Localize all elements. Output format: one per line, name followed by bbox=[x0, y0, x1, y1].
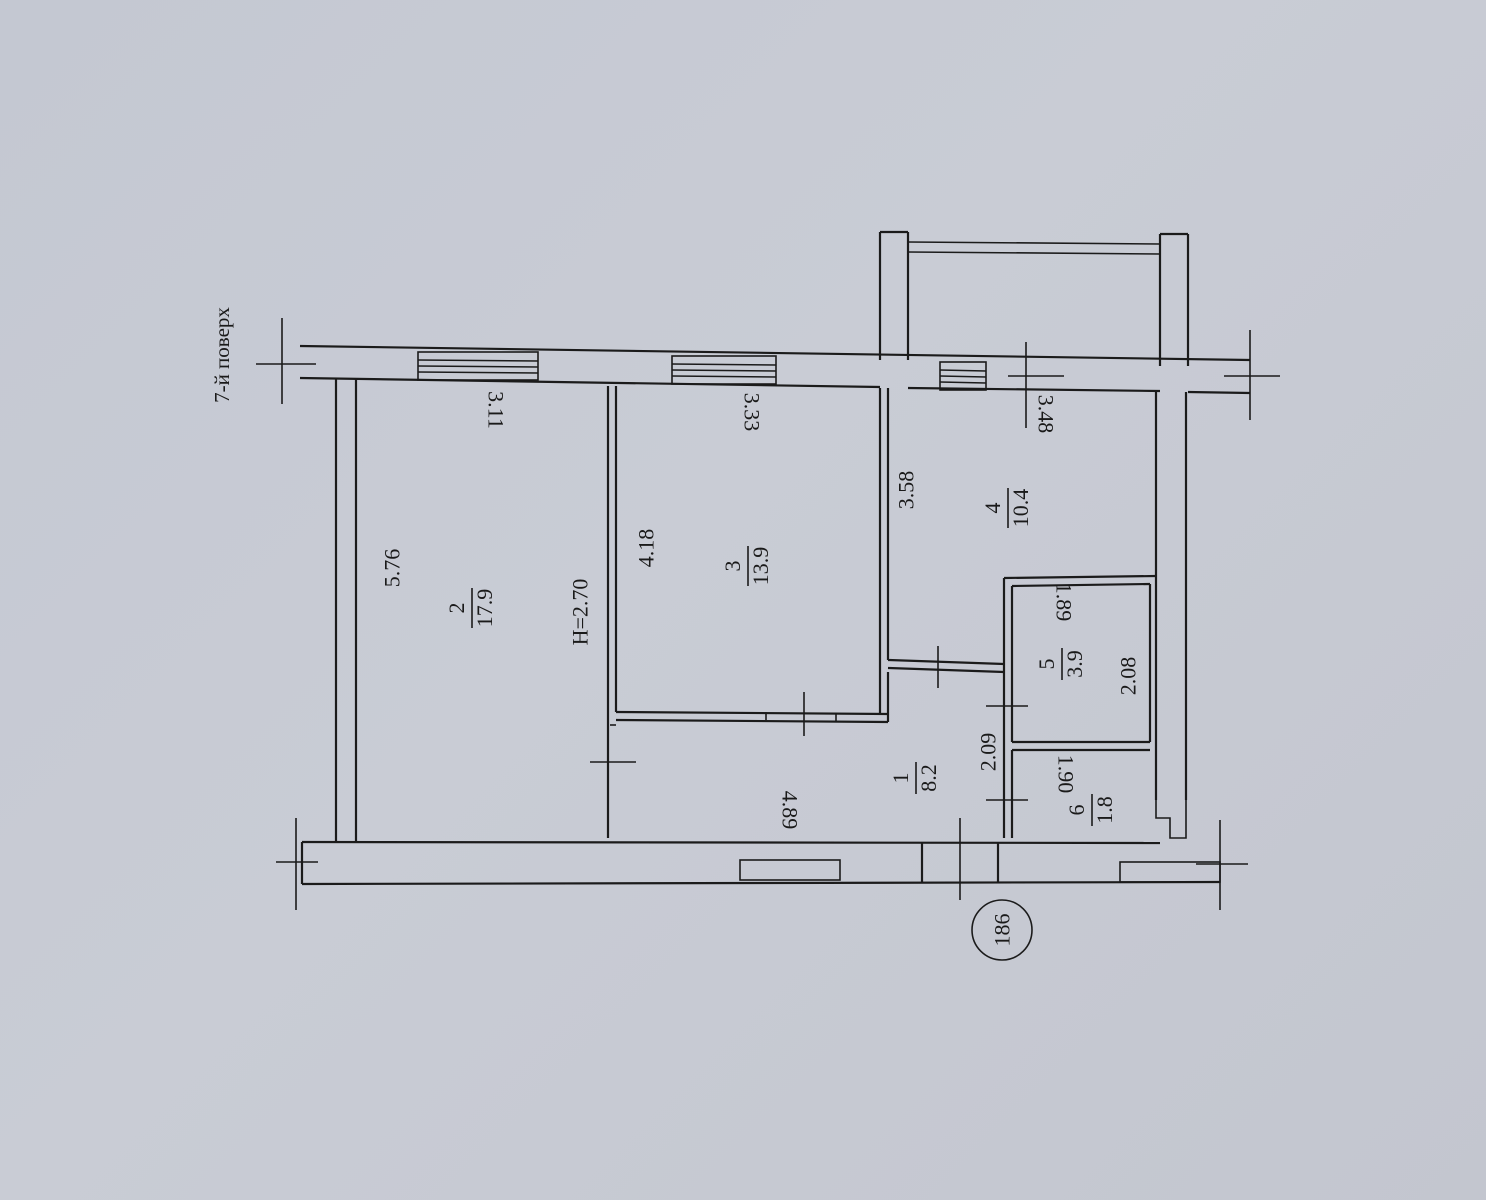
room-area: 13.9 bbox=[748, 547, 773, 586]
dim-room6-width: 1.90 bbox=[1054, 755, 1079, 794]
dim-room4-length: 3.58 bbox=[894, 471, 919, 510]
room-number: 4 bbox=[980, 503, 1005, 514]
room-label-4: 4 10.4 bbox=[980, 488, 1033, 528]
room-area: 8.2 bbox=[916, 764, 941, 792]
dim-room3-width: 3.33 bbox=[740, 393, 765, 432]
window-room3 bbox=[671, 355, 777, 385]
partition-room3-room4 bbox=[878, 388, 1005, 714]
room-area: 1.8 bbox=[1092, 796, 1117, 824]
wall-right bbox=[1154, 392, 1188, 839]
room-number: 3 bbox=[720, 561, 745, 572]
wall-left bbox=[334, 378, 358, 842]
window-room2 bbox=[417, 351, 539, 381]
room-number: 1 bbox=[888, 773, 913, 784]
room-area: 10.4 bbox=[1008, 489, 1033, 528]
dim-room2-width: 3.11 bbox=[484, 391, 509, 429]
ceiling-height: H=2.70 bbox=[568, 579, 593, 646]
bathroom-block bbox=[1002, 574, 1157, 838]
room-area: 3.9 bbox=[1062, 650, 1087, 678]
room-label-1: 1 8.2 bbox=[888, 762, 941, 794]
dim-room5-width: 1.89 bbox=[1052, 583, 1077, 622]
room-number: 6 bbox=[1064, 805, 1089, 816]
partition-room2-room3 bbox=[606, 386, 618, 838]
dim-room4-width: 3.48 bbox=[1034, 395, 1059, 434]
floor-label: 7-й поверх bbox=[210, 307, 234, 403]
door-ticks bbox=[590, 646, 1028, 801]
dim-hall-length: 4.89 bbox=[778, 791, 803, 830]
room-number: 2 bbox=[444, 603, 469, 614]
axis-markers bbox=[256, 318, 1280, 910]
window-room4 bbox=[939, 361, 987, 391]
room-area: 17.9 bbox=[472, 589, 497, 628]
dim-room5-length: 2.08 bbox=[1116, 657, 1141, 696]
dim-hall-width: 2.09 bbox=[976, 733, 1001, 772]
dim-room2-length: 5.76 bbox=[380, 549, 405, 588]
plan-number: 186 bbox=[990, 914, 1015, 947]
plan-number-marker: 186 bbox=[971, 899, 1033, 961]
outer-wall-entrance-side bbox=[300, 840, 1221, 886]
room-label-5: 5 3.9 bbox=[1034, 648, 1087, 680]
outer-wall-window-side bbox=[299, 344, 1251, 395]
room-number: 5 bbox=[1034, 659, 1059, 670]
dim-room3-length: 4.18 bbox=[634, 529, 659, 568]
partition-room3-hall bbox=[615, 672, 890, 724]
room-label-3: 3 13.9 bbox=[720, 546, 773, 586]
balcony bbox=[878, 230, 1190, 366]
room-label-6: 6 1.8 bbox=[1064, 794, 1117, 826]
room-label-2: 2 17.9 bbox=[444, 588, 497, 628]
